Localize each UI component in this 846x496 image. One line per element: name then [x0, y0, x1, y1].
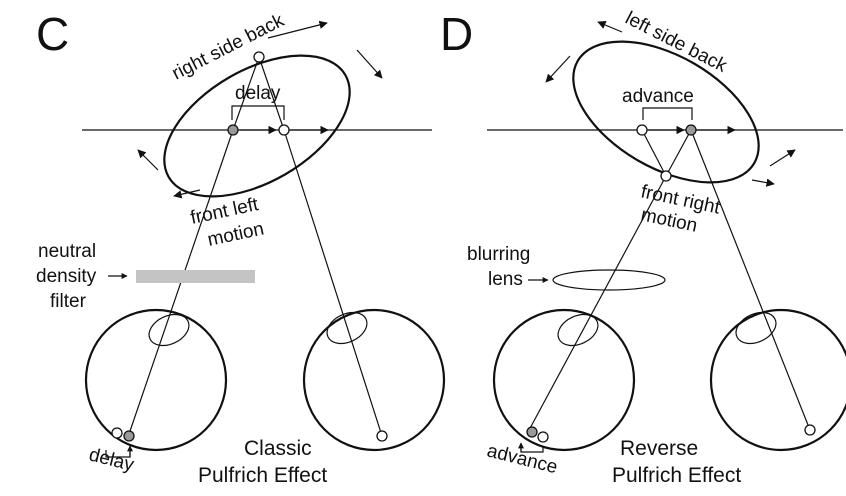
- right-eye-c: [302, 308, 446, 452]
- left-lens-c: [148, 313, 190, 347]
- right-eye-d: [709, 308, 846, 452]
- filter-label-d-2: lens: [488, 269, 523, 290]
- retina-point-d-open: [537, 431, 549, 443]
- eye-shift-label-c: delay: [87, 444, 137, 475]
- retina-point-d-right: [804, 424, 816, 436]
- shift-bracket-d: [642, 107, 693, 120]
- sight-line-d-left: [527, 175, 667, 433]
- orbit-ellipse-c: [163, 54, 351, 198]
- orbit-arrow-d-bottom: [751, 178, 775, 187]
- ray-c-open: [258, 56, 285, 131]
- shift-label-d: advance: [622, 86, 694, 107]
- blurring-lens: [552, 269, 666, 291]
- orbit-arrow-c-bottom: [173, 189, 201, 199]
- orbit-arrow-c-right: [356, 49, 383, 79]
- panel-d: D left side back advance front right mot…: [440, 8, 846, 487]
- caption-c-1: Classic: [244, 437, 312, 460]
- ray-c-gray: [232, 56, 260, 131]
- shift-bracket-c: [231, 105, 285, 120]
- left-eye-c: [84, 308, 228, 452]
- caption-d-2: Pulfrich Effect: [612, 464, 741, 487]
- retina-point-c-open: [111, 427, 123, 439]
- ray-d-open: [641, 129, 667, 177]
- orbit-arrow-c-top: [267, 20, 328, 39]
- filter-label-c-1: neutral: [38, 241, 96, 262]
- near-point-d: [660, 170, 672, 182]
- sight-line-c-right: [283, 129, 383, 437]
- far-point-c: [253, 51, 265, 63]
- filter-label-c-2: density: [36, 266, 97, 287]
- filter-label-d-1: blurring: [467, 244, 530, 265]
- panel-letter-d: D: [440, 8, 473, 60]
- right-lens-c: [326, 311, 368, 345]
- panel-c: C right side back delay front left motio…: [36, 8, 446, 487]
- perceived-point-d: [685, 124, 697, 136]
- orbit-label-c: right side back: [169, 10, 288, 85]
- actual-point-d: [636, 124, 648, 136]
- sight-line-d-right: [690, 129, 811, 431]
- retina-point-d-gray: [526, 426, 538, 438]
- caption-d-1: Reverse: [620, 437, 698, 460]
- left-lens-d: [557, 313, 599, 347]
- perceived-point-c: [227, 124, 239, 136]
- orbit-ellipse-d: [572, 40, 760, 184]
- filter-label-c-3: filter: [50, 291, 87, 312]
- retina-point-c-right: [376, 430, 388, 442]
- orbit-arrow-d-top: [597, 21, 623, 33]
- panel-letter-c: C: [36, 8, 69, 60]
- actual-point-c: [278, 124, 290, 136]
- right-lens-d: [735, 311, 777, 345]
- orbit-arrow-d-left: [545, 55, 571, 83]
- orbit-arrow-c-left: [137, 149, 159, 171]
- left-eye-d: [492, 308, 636, 452]
- eye-shift-label-d: advance: [485, 440, 560, 478]
- ray-d-gray: [665, 129, 692, 177]
- neutral-density-filter: [136, 270, 255, 283]
- caption-c-2: Pulfrich Effect: [198, 464, 327, 487]
- orbit-arrow-d-right: [769, 149, 796, 167]
- retina-point-c-gray: [123, 430, 135, 442]
